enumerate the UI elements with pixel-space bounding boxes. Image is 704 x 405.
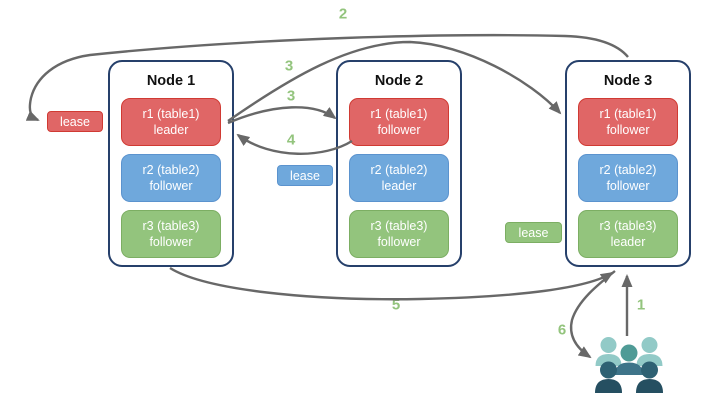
node-3-title: Node 3 bbox=[603, 73, 653, 89]
replica-name: r2 (table2) bbox=[370, 162, 428, 177]
node-1-replica-r1: r1 (table1) leader bbox=[121, 98, 221, 146]
replica-role: follower bbox=[149, 179, 193, 193]
node-2-container: Node 2 r1 (table1) follower r2 (table2) … bbox=[336, 60, 462, 267]
replica-name: r1 (table1) bbox=[599, 106, 657, 121]
step-label-1: 1 bbox=[636, 296, 646, 314]
node-2-title: Node 2 bbox=[374, 73, 424, 89]
lease-badge-table3: lease bbox=[505, 222, 562, 243]
node-1-replica-r2: r2 (table2) follower bbox=[121, 154, 221, 202]
users-group-icon bbox=[595, 337, 663, 393]
lease-badge-table2: lease bbox=[277, 165, 333, 186]
replica-name: r3 (table3) bbox=[370, 218, 428, 233]
node-1-title: Node 1 bbox=[146, 73, 196, 89]
node-2-replica-r3: r3 (table3) follower bbox=[349, 210, 449, 258]
replica-role: leader bbox=[610, 235, 646, 249]
step-label-3b: 3 bbox=[286, 87, 296, 105]
replica-name: r2 (table2) bbox=[599, 162, 657, 177]
node-3-replica-r1: r1 (table1) follower bbox=[578, 98, 678, 146]
step-label-6: 6 bbox=[557, 321, 567, 339]
step-label-2: 2 bbox=[338, 5, 348, 23]
node-1-replica-r3: r3 (table3) follower bbox=[121, 210, 221, 258]
node-3-replica-r2: r2 (table2) follower bbox=[578, 154, 678, 202]
replica-role: follower bbox=[606, 123, 650, 137]
replica-role: follower bbox=[149, 235, 193, 249]
replica-name: r1 (table1) bbox=[142, 106, 200, 121]
arrow-step-3b bbox=[227, 106, 337, 125]
step-label-4: 4 bbox=[286, 131, 296, 149]
node-2-replica-r2: r2 (table2) leader bbox=[349, 154, 449, 202]
arrow-step-5 bbox=[169, 266, 614, 301]
replica-role: follower bbox=[377, 123, 421, 137]
node-1-container: Node 1 r1 (table1) leader r2 (table2) fo… bbox=[108, 60, 234, 267]
node-3-container: Node 3 r1 (table1) follower r2 (table2) … bbox=[565, 60, 691, 267]
node-3-replica-r3: r3 (table3) leader bbox=[578, 210, 678, 258]
replica-role: leader bbox=[381, 179, 417, 193]
replica-role: leader bbox=[153, 123, 189, 137]
lease-badge-table1: lease bbox=[47, 111, 103, 132]
replica-name: r3 (table3) bbox=[142, 218, 200, 233]
step-label-3a: 3 bbox=[284, 57, 294, 75]
node-2-replica-r1: r1 (table1) follower bbox=[349, 98, 449, 146]
replica-name: r1 (table1) bbox=[370, 106, 428, 121]
replica-name: r2 (table2) bbox=[142, 162, 200, 177]
replica-role: follower bbox=[377, 235, 421, 249]
step-label-5: 5 bbox=[391, 296, 401, 314]
replica-name: r3 (table3) bbox=[599, 218, 657, 233]
replica-role: follower bbox=[606, 179, 650, 193]
